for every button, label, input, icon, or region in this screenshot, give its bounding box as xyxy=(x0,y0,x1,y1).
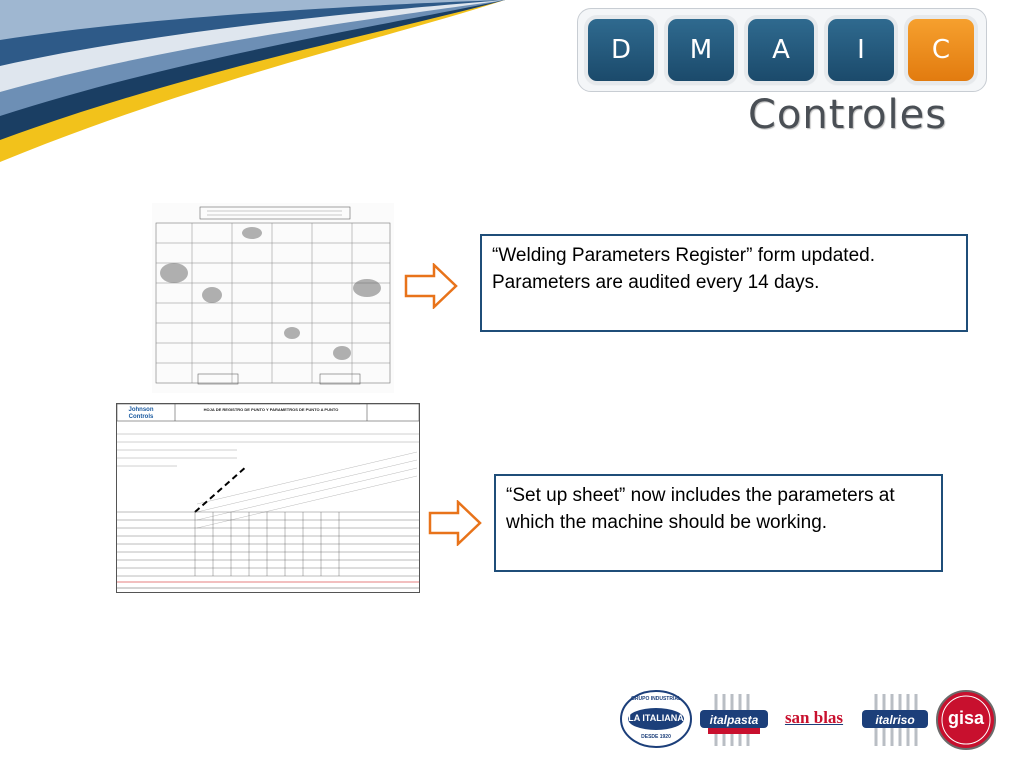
arrow-right-icon xyxy=(428,500,482,546)
arrow-right-icon xyxy=(404,263,458,309)
johnson-controls-logo: Johnson Controls xyxy=(121,407,161,421)
italpasta-text: italpasta xyxy=(709,713,759,727)
gisa-text: gisa xyxy=(947,708,985,728)
step-m: M xyxy=(668,19,734,81)
step-a: A xyxy=(748,19,814,81)
la-italiana-text: LA ITALIANA xyxy=(628,713,684,723)
dmaic-step-bar: D M A I C xyxy=(577,8,987,92)
callout-welding-parameters: “Welding Parameters Register” form updat… xyxy=(480,234,968,332)
form-heading: HOJA DE REGISTRO DE PUNTO Y PARAMETROS D… xyxy=(203,407,339,412)
italpasta-logo: italpasta xyxy=(698,692,770,748)
la-italiana-top-text: GRUPO INDUSTRIAL xyxy=(631,696,681,702)
callout-setup-sheet: “Set up sheet” now includes the paramete… xyxy=(494,474,943,572)
page-title: Controles xyxy=(748,92,948,138)
welding-parameters-form-scan xyxy=(152,203,394,393)
la-italiana-logo: GRUPO INDUSTRIAL LA ITALIANA DESDE 1920 xyxy=(620,690,692,748)
header-swoosh xyxy=(0,0,505,162)
company-name-line1: Johnson xyxy=(128,407,154,413)
la-italiana-bottom-text: DESDE 1920 xyxy=(641,734,671,740)
company-name-line2: Controls xyxy=(128,414,154,420)
set-up-sheet-grid xyxy=(117,404,419,589)
step-c-active: C xyxy=(908,19,974,81)
step-i: I xyxy=(828,19,894,81)
step-d: D xyxy=(588,19,654,81)
gisa-logo: gisa xyxy=(934,690,998,750)
san-blas-text: san blas xyxy=(784,708,844,727)
italriso-text: italriso xyxy=(875,713,915,727)
set-up-sheet-form: Johnson Controls HOJA DE REGISTRO DE PUN… xyxy=(116,403,420,593)
san-blas-logo: san blas xyxy=(776,704,852,734)
brand-logos: GRUPO INDUSTRIAL LA ITALIANA DESDE 1920 … xyxy=(612,688,1002,758)
italriso-logo: italriso xyxy=(860,692,930,748)
